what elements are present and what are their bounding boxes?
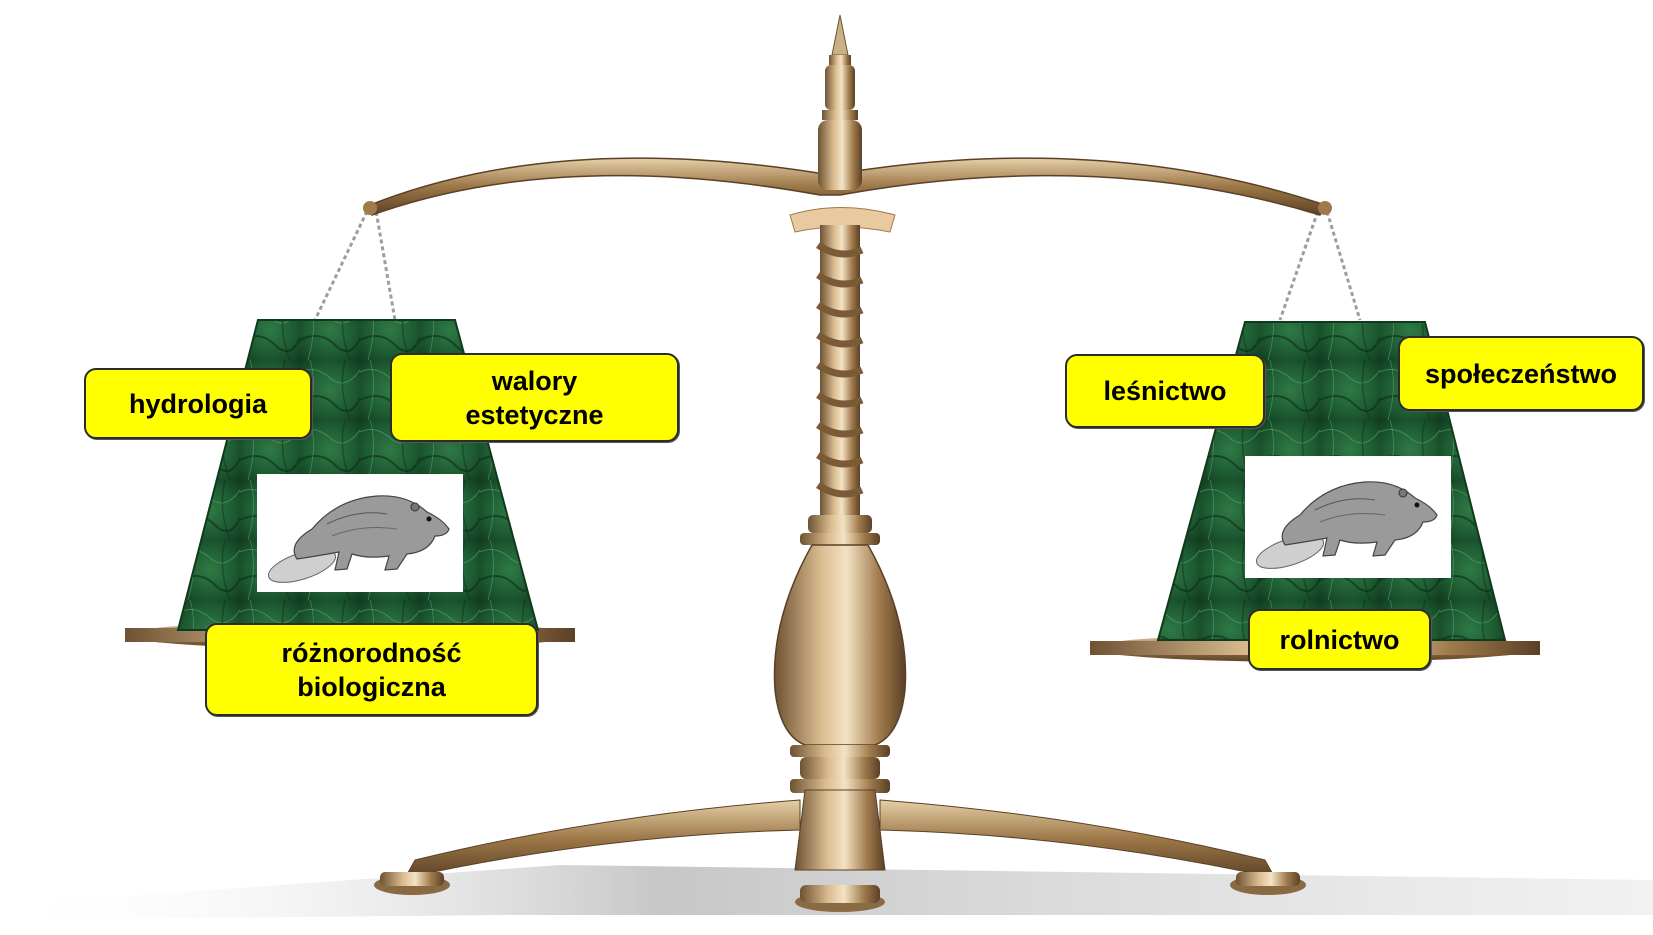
label-spoleczenstwo: społeczeństwo [1398,336,1644,411]
label-walory-estetyczne: walory estetyczne [390,353,679,442]
label-rolnictwo: rolnictwo [1248,609,1431,670]
scale-finial [832,15,848,55]
right-pan [1090,205,1540,662]
scale-vase [774,545,905,745]
beaver-icon [1245,456,1451,578]
left-beaver-image [257,474,463,592]
label-lesnictwo: leśnictwo [1065,354,1265,428]
label-roznorodnosc-biologiczna: różnorodność biologiczna [205,623,538,716]
label-hydrologia: hydrologia [84,368,312,439]
right-beaver-image [1245,456,1451,578]
beaver-icon [257,474,463,592]
